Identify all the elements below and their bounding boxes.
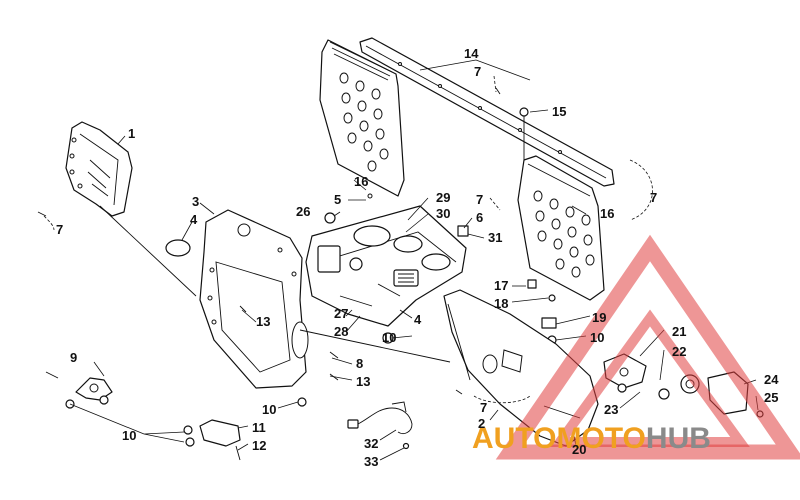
left-side-panel-part [199, 209, 309, 389]
screw-7-top-part [495, 87, 501, 95]
watermark-text-auto: AUTOMOTOHUB [472, 422, 711, 455]
callout-23: 23 [604, 402, 618, 417]
bracket-19-part [541, 317, 557, 329]
right-side-panel-part [443, 289, 599, 447]
perforated-panel-upper-part [319, 39, 405, 197]
callout-5: 5 [334, 192, 341, 207]
callout-1: 1 [128, 126, 135, 141]
clip-17-part [527, 279, 537, 289]
lower-left-bracket-part [45, 371, 113, 409]
callout-20: 20 [572, 442, 586, 457]
screw-5-part [367, 193, 373, 199]
callout-10-right: 10 [590, 330, 604, 345]
callout-7-bottom: 7 [480, 400, 487, 415]
callout-16-upper: 16 [354, 174, 368, 189]
callout-4-tray: 4 [414, 312, 422, 327]
callout-3: 3 [192, 194, 199, 209]
clip-part [165, 239, 191, 257]
cross-rail-part [359, 37, 615, 187]
callout-labels: 1 2 3 4 4 5 6 7 7 7 7 7 8 9 10 10 10 10 … [56, 46, 779, 469]
callout-4-clip: 4 [190, 212, 198, 227]
callout-26: 26 [296, 204, 310, 219]
callout-10-tray: 10 [382, 330, 396, 345]
callout-7-top: 7 [474, 64, 481, 79]
callout-32: 32 [364, 436, 378, 451]
callout-8: 8 [356, 356, 363, 371]
callout-10-left: 10 [122, 428, 136, 443]
callout-15: 15 [552, 104, 566, 119]
callout-14: 14 [464, 46, 479, 61]
callout-7-left: 7 [56, 222, 63, 237]
wire-harness-part [347, 401, 413, 450]
callout-16-right: 16 [600, 206, 614, 221]
callout-13-upper: 13 [256, 314, 270, 329]
left-shield-part [65, 121, 133, 217]
callout-13-lower: 13 [356, 374, 370, 389]
callout-11: 11 [252, 420, 266, 435]
screw-7-bottom-part [455, 389, 463, 395]
callout-21: 21 [672, 324, 686, 339]
nut-26-part [324, 212, 336, 224]
callout-7-right: 7 [650, 190, 657, 205]
screw-7-left-part [37, 211, 47, 217]
callout-29: 29 [436, 190, 450, 205]
watermark-logo: AUTOMOTOHUB [472, 234, 800, 460]
callout-9: 9 [70, 350, 77, 365]
bolt-15-part [519, 107, 529, 117]
callout-27: 27 [334, 306, 348, 321]
callout-2: 2 [478, 416, 485, 431]
callout-19: 19 [592, 310, 606, 325]
callout-28: 28 [334, 324, 348, 339]
washer-18-part [548, 294, 556, 302]
perforated-panel-right-part [517, 155, 605, 301]
callout-22: 22 [672, 344, 686, 359]
clip-6-part [457, 225, 469, 237]
callout-31: 31 [488, 230, 502, 245]
callout-30: 30 [436, 206, 450, 221]
callout-24: 24 [764, 372, 779, 387]
callout-7-middle: 7 [476, 192, 483, 207]
callout-10-lower: 10 [262, 402, 276, 417]
callout-25: 25 [764, 390, 778, 405]
callout-17: 17 [494, 278, 508, 293]
callout-6: 6 [476, 210, 483, 225]
callout-18: 18 [494, 296, 508, 311]
lower-plate-part [183, 305, 339, 461]
callout-33: 33 [364, 454, 378, 469]
callout-12: 12 [252, 438, 266, 453]
electrical-tray-part [305, 205, 467, 327]
